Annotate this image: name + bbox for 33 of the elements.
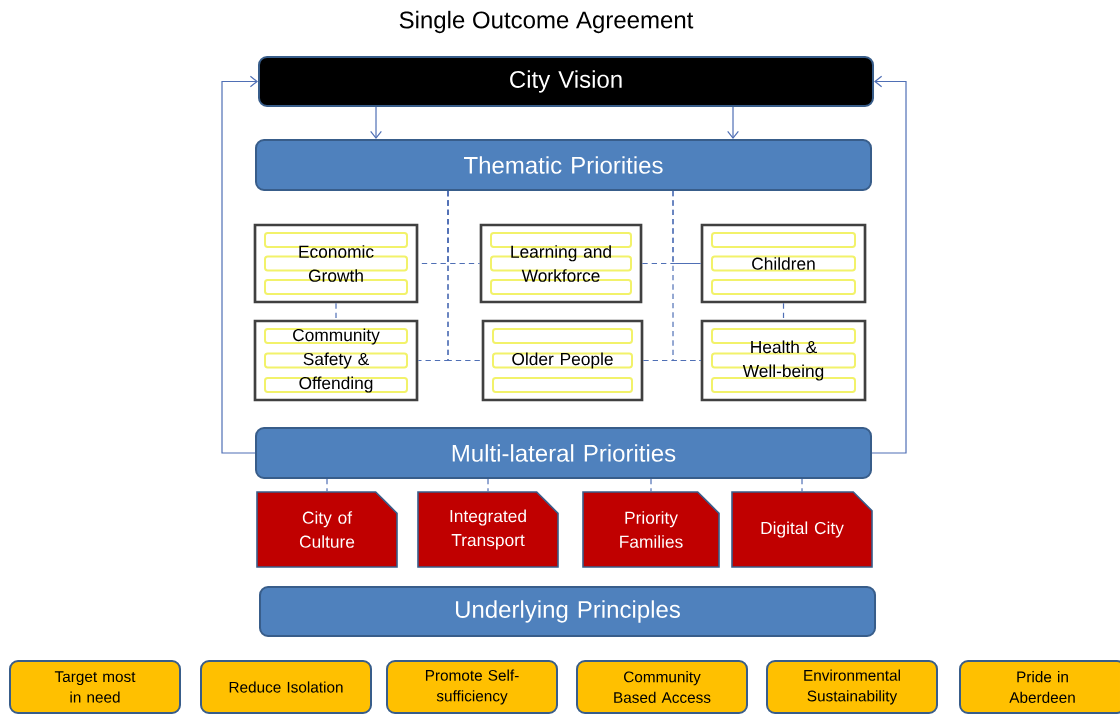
project-box: Integrated Transport xyxy=(417,491,559,568)
project-box: City of Culture xyxy=(256,491,398,568)
arrow xyxy=(370,106,382,139)
priority-box: Health & Well-being xyxy=(700,319,867,402)
principle-box: Environmental Sustainability xyxy=(766,660,938,714)
project-box: Priority Families xyxy=(582,491,720,568)
heading-bar: Thematic Priorities xyxy=(255,139,872,191)
connector-line xyxy=(487,478,489,492)
arrow xyxy=(221,75,258,454)
connector-line xyxy=(335,302,337,321)
principle-box: Community Based Access xyxy=(576,660,748,714)
priority-box: Community Safety & Offending xyxy=(253,319,419,402)
priority-box: Economic Growth xyxy=(253,223,419,304)
arrow xyxy=(871,75,907,454)
principle-box: Pride in Aberdeen xyxy=(959,660,1120,714)
connector-line xyxy=(782,302,785,321)
connector-line xyxy=(447,190,483,362)
connector-line xyxy=(801,478,803,492)
title-bar: City Vision xyxy=(258,56,874,107)
connector-line xyxy=(642,359,702,362)
arrow xyxy=(727,106,739,139)
priority-box: Older People xyxy=(481,319,644,402)
priority-box: Children xyxy=(700,223,867,304)
connector-line xyxy=(650,478,652,492)
principle-box: Target most in need xyxy=(9,660,181,714)
project-box: Digital City xyxy=(731,491,873,568)
connector-line xyxy=(326,478,328,492)
connector-line xyxy=(641,262,702,265)
heading-bar: Underlying Principles xyxy=(259,586,876,637)
title: Single Outcome Agreement xyxy=(399,10,694,34)
heading-bar: Multi-lateral Priorities xyxy=(255,427,872,479)
principle-box: Reduce Isolation xyxy=(200,660,372,714)
principle-box: Promote Self-sufficiency xyxy=(386,660,558,714)
